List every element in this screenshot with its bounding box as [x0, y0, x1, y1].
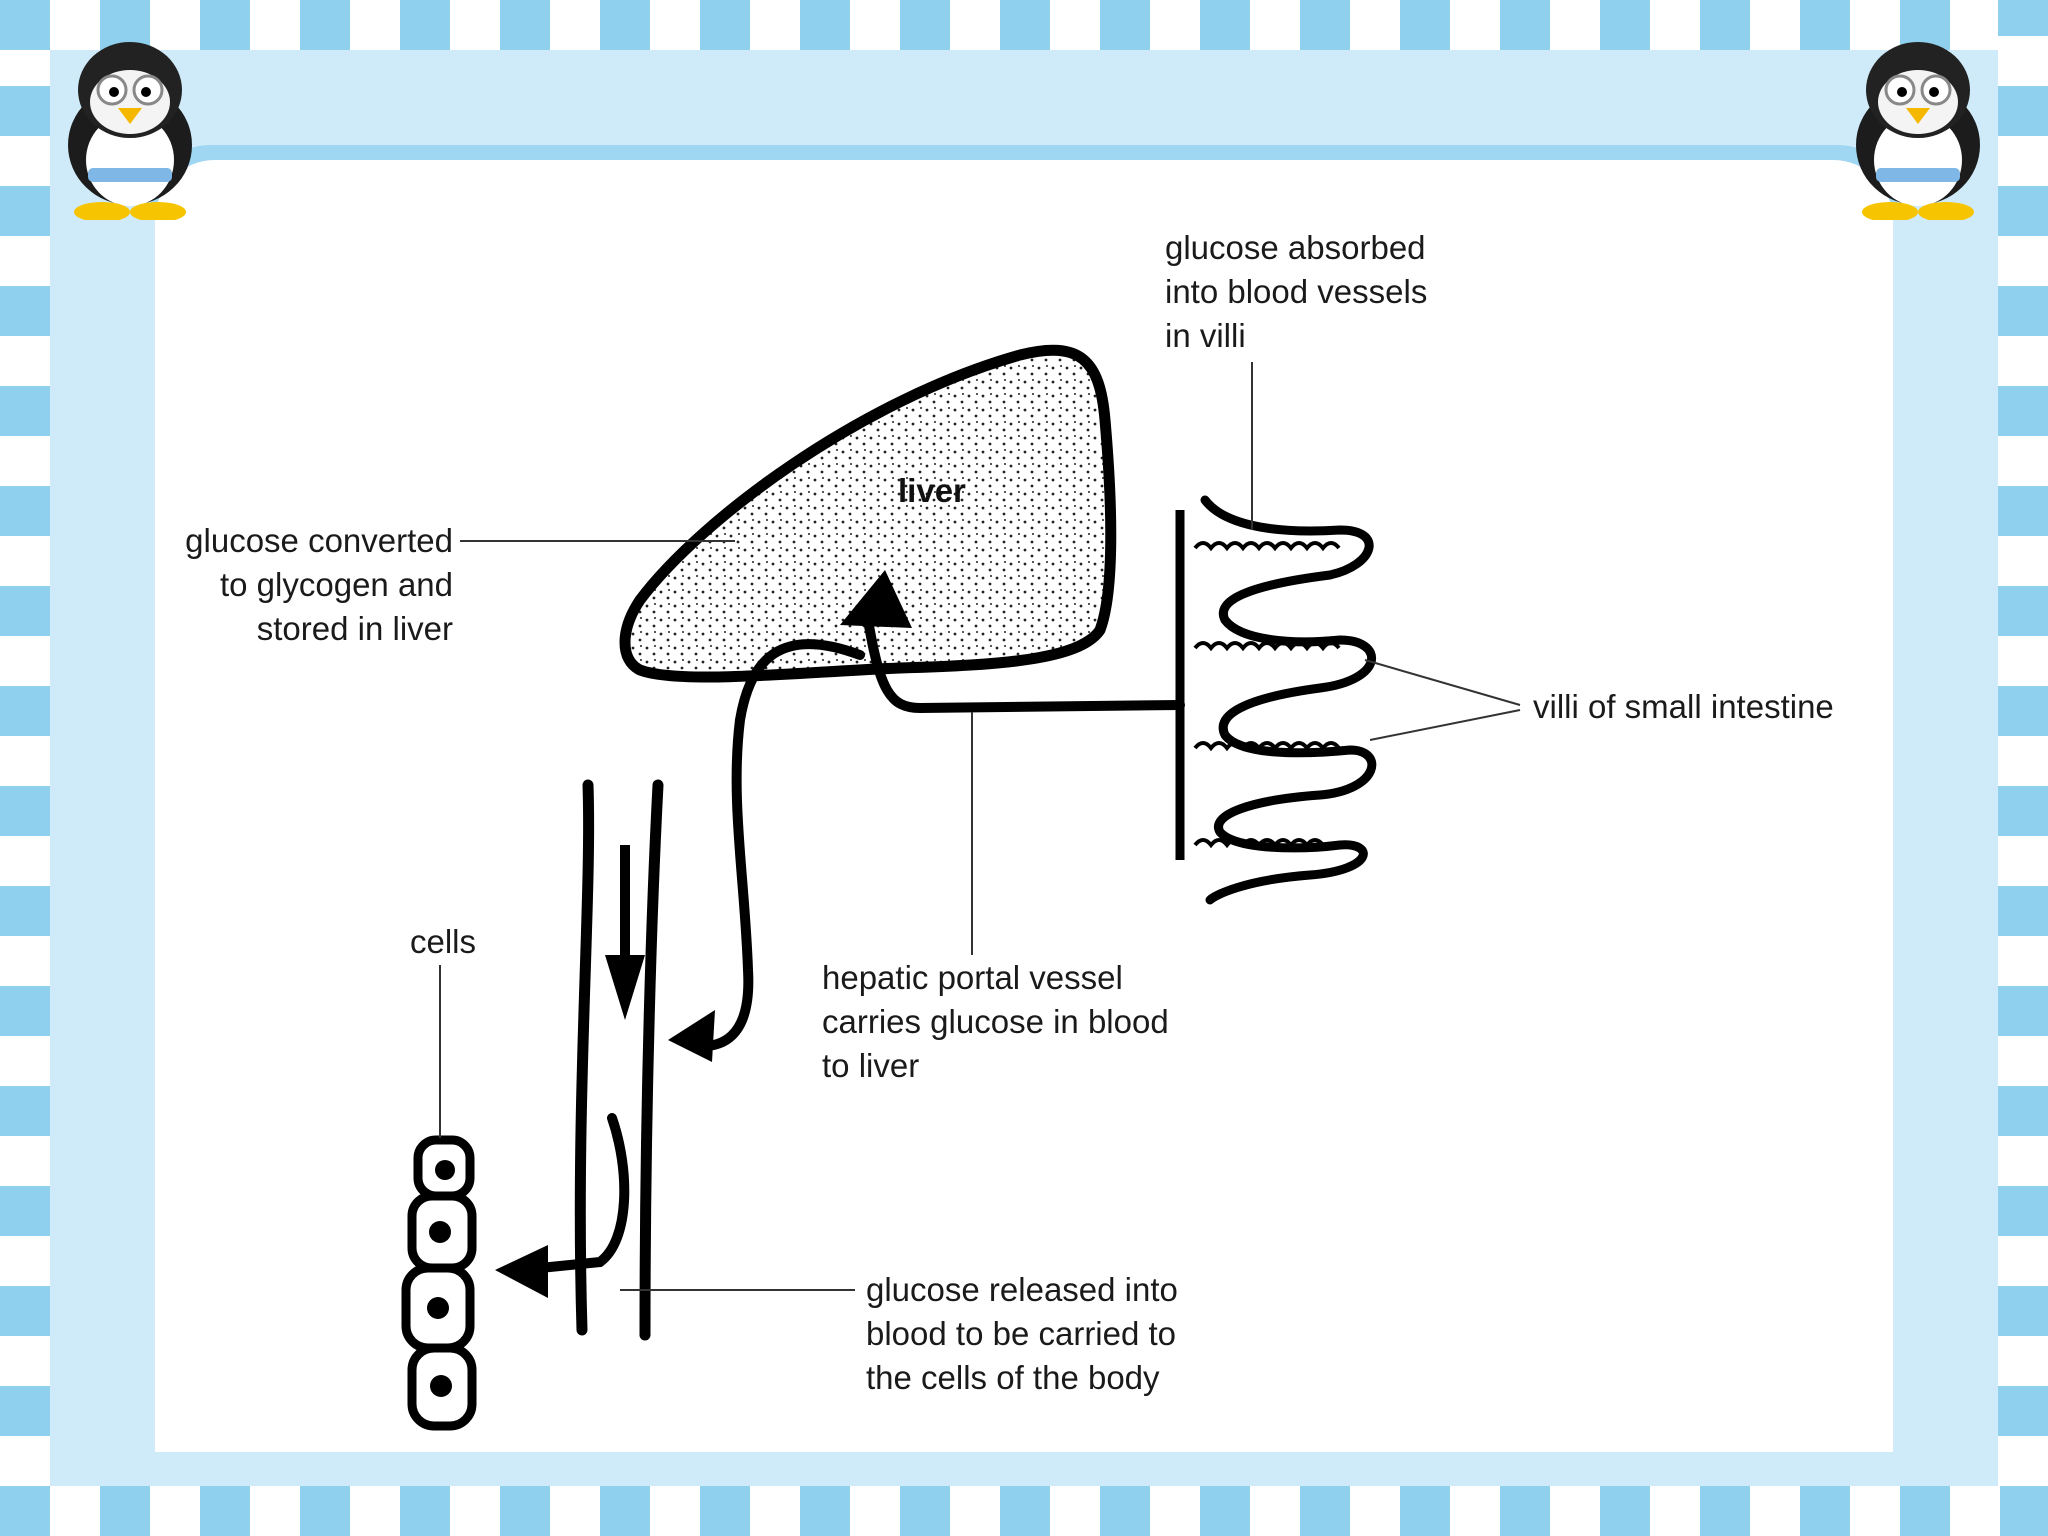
label-cells: cells [410, 920, 476, 964]
label-glucose-released: glucose released into blood to be carrie… [866, 1268, 1178, 1400]
blood-flow-arrowhead [605, 955, 645, 1020]
release-arrowhead [495, 1245, 548, 1298]
label-villi: villi of small intestine [1533, 685, 1834, 729]
liver-label: liver [898, 472, 966, 510]
label-glucose-absorbed: glucose absorbed into blood vessels in v… [1165, 226, 1427, 358]
label-hepatic-portal: hepatic portal vessel carries glucose in… [822, 956, 1169, 1088]
blood-vessel-wall-left [580, 785, 588, 1330]
label-glucose-converted: glucose converted to glycogen and stored… [155, 519, 453, 651]
blood-vessel-wall-right [645, 785, 658, 1335]
hepatic-vein-arrowhead [668, 1010, 715, 1062]
